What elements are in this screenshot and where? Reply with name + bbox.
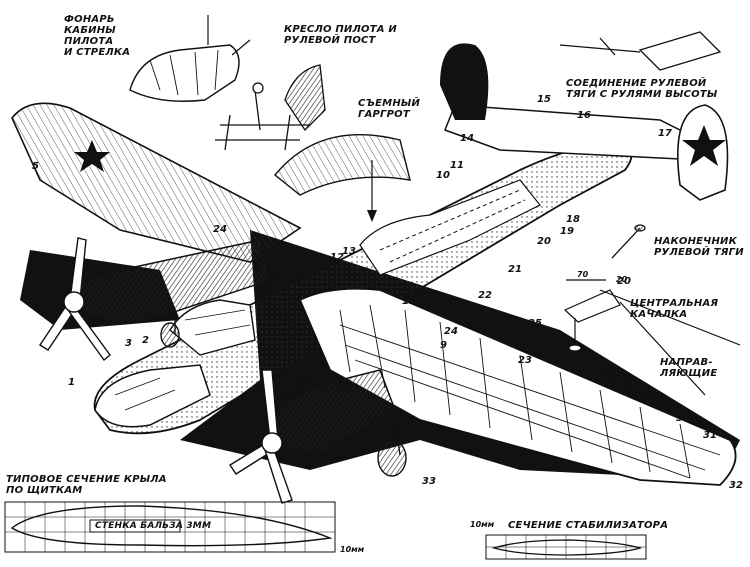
callout-29: 29 — [656, 400, 670, 411]
right-wing — [298, 287, 737, 486]
callout-28: 28 — [643, 389, 657, 400]
callout-31: 31 — [703, 430, 717, 441]
wing-section-diagram — [4, 501, 336, 553]
nose-glazing — [94, 364, 211, 428]
callout-18: 18 — [566, 214, 580, 225]
label-balsa-wall: СТЕНКА БАЛЬЗА 3мм — [95, 521, 212, 531]
right-propeller — [229, 369, 293, 504]
callout-17: 17 — [658, 128, 672, 139]
callout-24: 24 — [213, 224, 227, 235]
rod-tip-detail — [611, 224, 646, 259]
callout-26: 26 — [603, 370, 617, 381]
fin-left — [440, 43, 489, 120]
label-wing-section: ТИПОВОЕ СЕЧЕНИЕ КРЫЛА ПО ЩИТКАМ — [6, 474, 167, 496]
callout-33: 33 — [422, 476, 436, 487]
callout-22: 22 — [478, 290, 492, 301]
stabilizer-section-diagram — [485, 534, 647, 560]
label-rod-tip: НАКОНЕЧНИК РУЛЕВОЙ ТЯГИ — [654, 236, 744, 258]
callout-19: 19 — [560, 226, 574, 237]
label-canopy: ФОНАРЬ КАБИНЫ ПИЛОТА И СТРЕЛКА — [64, 14, 131, 58]
callout-36: 36 — [296, 379, 310, 390]
callout-37: 37 — [283, 314, 297, 325]
label-control-link: СОЕДИНЕНИЕ РУЛЕВОЙ ТЯГИ С РУЛЯМИ ВЫСОТЫ — [566, 78, 718, 100]
callout-6: 6 — [258, 286, 265, 297]
label-stab-section: СЕЧЕНИЕ СТАБИЛИЗАТОРА — [508, 520, 669, 531]
callout-9b: 9 — [440, 340, 447, 351]
callout-1: 1 — [68, 377, 75, 388]
central-rocker-detail — [563, 279, 741, 396]
label-removable-fairing: СЪЕМНЫЙ ГАРГРОТ — [358, 98, 421, 120]
callout-14: 14 — [460, 133, 474, 144]
label-central-rocker: ЦЕНТРАЛЬНАЯ КАЧАЛКА — [630, 298, 719, 320]
callout-7: 7 — [272, 275, 279, 286]
callout-3: 3 — [125, 338, 132, 349]
callout-20b: 20 — [617, 276, 631, 287]
label-guides: НАПРАВ- ЛЯЮЩИЕ — [660, 357, 718, 379]
callout-16: 16 — [577, 110, 591, 121]
dimension-10mm-wing: 10мм — [340, 545, 365, 554]
dimension-70: 70 — [577, 270, 589, 279]
wing-ribs — [339, 304, 721, 479]
callout-13b: 13 — [402, 296, 416, 307]
left-engine-nacelle — [69, 239, 271, 324]
callout-9: 9 — [253, 262, 260, 273]
callout-25: 25 — [528, 318, 542, 329]
control-link-detail — [559, 31, 722, 71]
callout-24b: 24 — [444, 326, 458, 337]
callout-5: 5 — [32, 161, 39, 172]
star-emblem-fin — [682, 125, 726, 166]
right-engine-nacelle — [269, 369, 396, 457]
callout-35: 35 — [280, 393, 294, 404]
callout-10: 10 — [436, 170, 450, 181]
canopy-detail — [129, 44, 240, 102]
dimension-20: 20 — [616, 275, 628, 284]
callout-12: 12 — [330, 252, 344, 263]
callout-34: 34 — [338, 380, 352, 391]
callout-15: 15 — [537, 94, 551, 105]
left-wing — [11, 102, 302, 263]
star-emblem-left-wing — [74, 140, 110, 172]
removable-fairing-part — [274, 134, 411, 196]
callout-2: 2 — [142, 335, 149, 346]
callout-32: 32 — [729, 480, 743, 491]
dimension-10mm-stab: 10мм — [470, 520, 495, 529]
landing-gear — [160, 310, 407, 477]
pilot-seat-detail — [215, 64, 326, 151]
callout-4: 4 — [85, 266, 92, 277]
callout-30: 30 — [676, 413, 690, 424]
callout-13: 13 — [342, 246, 356, 257]
callout-23: 23 — [518, 355, 532, 366]
callout-21: 21 — [508, 264, 522, 275]
callout-11: 11 — [450, 160, 464, 171]
callout-11b: 11 — [320, 258, 334, 269]
left-propeller — [39, 237, 111, 362]
callout-27: 27 — [624, 379, 638, 390]
callout-20: 20 — [537, 236, 551, 247]
callout-8: 8 — [297, 270, 304, 281]
label-pilot-seat: КРЕСЛО ПИЛОТА И РУЛЕВОЙ ПОСТ — [284, 24, 397, 46]
